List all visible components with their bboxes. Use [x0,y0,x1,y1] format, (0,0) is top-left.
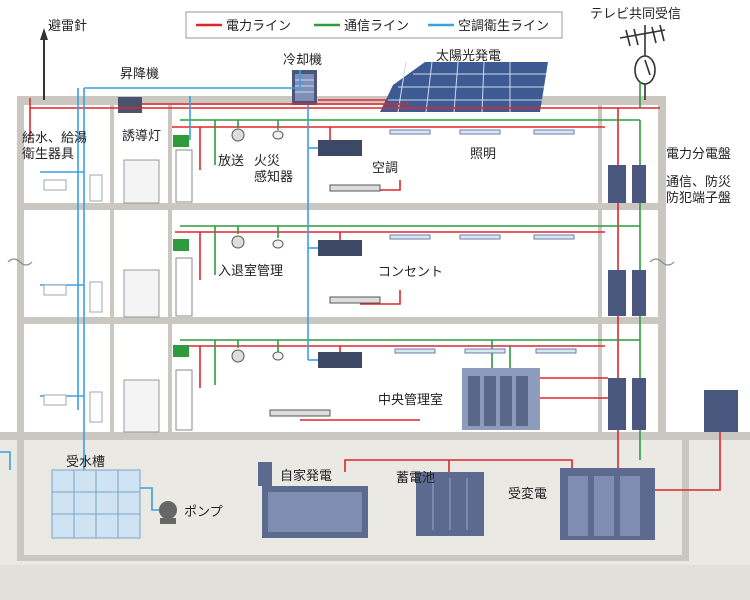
legend-comm-label: 通信ライン [344,19,409,34]
water-tank [51,469,141,539]
battery [416,472,484,536]
power-panel-label: 電力分電盤 [666,147,731,162]
elevator-machine [118,97,142,113]
labels: 避雷針 テレビ共同受信 昇降機 冷却機 太陽光発電 給水、給湯衛生器具 誘導灯 … [22,7,731,520]
comm-panel-label: 通信、防災防犯端子盤 [666,174,731,206]
air-conditioning-label: 空調 [372,161,398,176]
desks [269,184,381,417]
water-tank-label: 受水槽 [66,455,105,470]
tv-antenna-icon [619,24,666,100]
chiller-label: 冷却機 [283,53,322,68]
water-sanitary-label: 給水、給湯衛生器具 [22,131,87,162]
solar-label: 太陽光発電 [436,49,501,64]
wall-break-left [7,258,33,266]
legend-hvac-label: 空調衛生ライン [458,19,549,34]
legend-power-label: 電力ライン [226,19,291,34]
central-control-equipment [462,368,540,430]
solar-panel [380,61,548,113]
lightning-rod-label: 避雷針 [48,19,87,34]
ground-base [0,565,750,600]
generator [258,462,368,538]
fire-detector-label: 火災感知器 [254,154,293,185]
pump-icon [159,501,177,524]
pump-label: ポンプ [184,505,223,520]
central-control-label: 中央管理室 [378,392,443,408]
outlet-label: コンセント [378,265,443,280]
access-control-label: 入退室管理 [218,263,283,279]
elevator-cars [123,159,160,433]
substation-label: 受変電 [508,486,547,502]
ac-units [318,140,362,368]
tv-antenna-label: テレビ共同受信 [590,7,681,22]
lighting-label: 照明 [470,147,496,162]
ceiling-lights [389,129,577,354]
elevator-label: 昇降機 [120,67,159,82]
distribution-panels [608,165,646,430]
doors [175,149,193,431]
guide-lights [173,135,189,357]
wall-break-right [649,258,675,266]
sanitary-fixtures [43,174,103,423]
exterior-panel [704,390,738,432]
fire-detectors [272,130,284,361]
lightning-rod [40,28,48,100]
speakers [231,128,245,363]
legend: 電力ライン 通信ライン 空調衛生ライン [185,11,563,39]
generator-label: 自家発電 [280,468,332,484]
broadcast-label: 放送 [218,154,244,169]
guide-light-label: 誘導灯 [122,129,161,144]
battery-label: 蓄電池 [396,471,435,486]
substation-equipment [560,468,655,540]
